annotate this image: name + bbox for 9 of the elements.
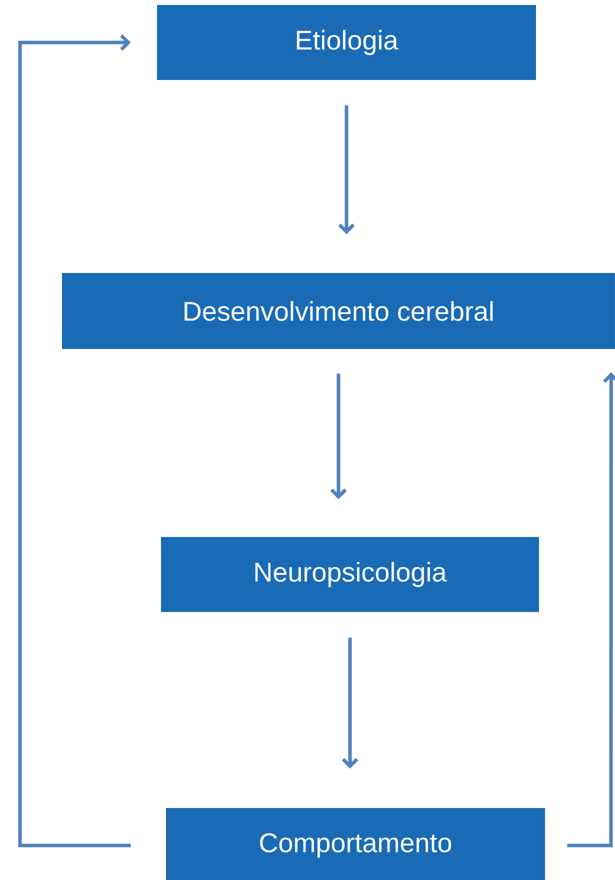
process-box: Desenvolvimento cerebral bbox=[62, 273, 615, 349]
arrow bbox=[342, 638, 358, 769]
process-box: Comportamento bbox=[166, 808, 545, 880]
arrow bbox=[338, 105, 355, 234]
arrow bbox=[567, 372, 615, 848]
process-box: Etiologia bbox=[157, 5, 536, 80]
arrow bbox=[330, 374, 347, 500]
arrow bbox=[18, 34, 131, 848]
process-box: Neuropsicologia bbox=[161, 537, 539, 612]
